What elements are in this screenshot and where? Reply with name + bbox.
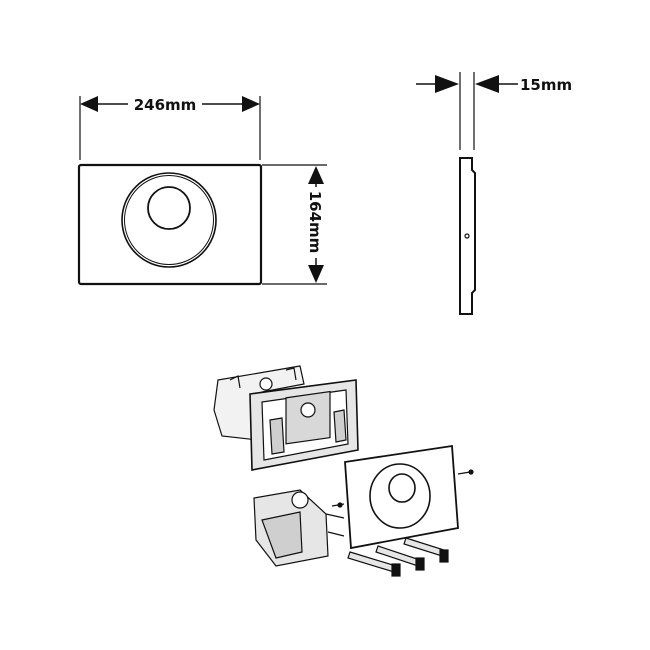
flush-plate-cover [344, 444, 459, 550]
depth-dimension-label: 15mm [520, 76, 572, 94]
front-view [77, 96, 327, 286]
outer-ring-inner [124, 175, 214, 265]
outer-ring [121, 172, 217, 268]
flush-button [147, 186, 191, 230]
actuation-rods [347, 537, 449, 577]
width-dimension-label: 246mm [134, 96, 197, 114]
flush-plate-front [77, 163, 263, 286]
exploded-assembly-view [213, 365, 474, 577]
fixing-hole [464, 233, 470, 239]
side-view [416, 72, 518, 315]
screw-right [457, 471, 471, 475]
flush-plate-side [459, 157, 476, 315]
height-dimension-label: 164mm [306, 191, 324, 254]
